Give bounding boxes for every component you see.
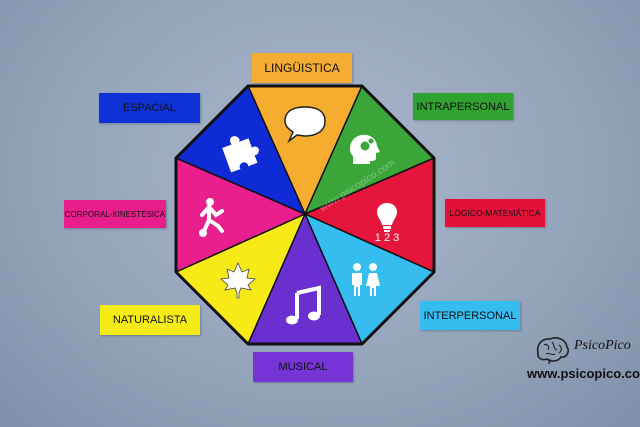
octagon-outline bbox=[174, 84, 436, 346]
label-intrapersonal: INTRAPERSONAL bbox=[413, 93, 513, 120]
brand-url: www.psicopico.com bbox=[527, 366, 640, 381]
speech-bubble-icon bbox=[284, 106, 326, 144]
brain-logo-icon bbox=[536, 337, 569, 365]
people-icon bbox=[352, 263, 380, 296]
label-musical: MUSICAL bbox=[253, 352, 353, 382]
soccer-player-icon bbox=[199, 198, 224, 237]
label-logico: LÓGICO-MATEMÁTICA bbox=[445, 199, 545, 227]
brand-name: PsicoPico bbox=[574, 338, 631, 353]
maple-leaf-icon bbox=[220, 262, 256, 299]
music-note-icon bbox=[286, 285, 321, 325]
label-espacial: ESPACIAL bbox=[99, 93, 200, 123]
label-corporal: CORPORAL-KINESTÉSICA bbox=[64, 200, 166, 228]
label-interpersonal: INTERPERSONAL bbox=[420, 301, 520, 330]
label-linguistica: LINGÜISTICA bbox=[252, 53, 352, 83]
head-gears-icon bbox=[350, 134, 380, 164]
label-naturalista: NATURALISTA bbox=[100, 305, 200, 335]
segment-logico-number-text: 1 2 3 bbox=[375, 232, 399, 244]
puzzle-piece-icon bbox=[222, 136, 259, 173]
lightbulb-icon bbox=[377, 203, 397, 232]
